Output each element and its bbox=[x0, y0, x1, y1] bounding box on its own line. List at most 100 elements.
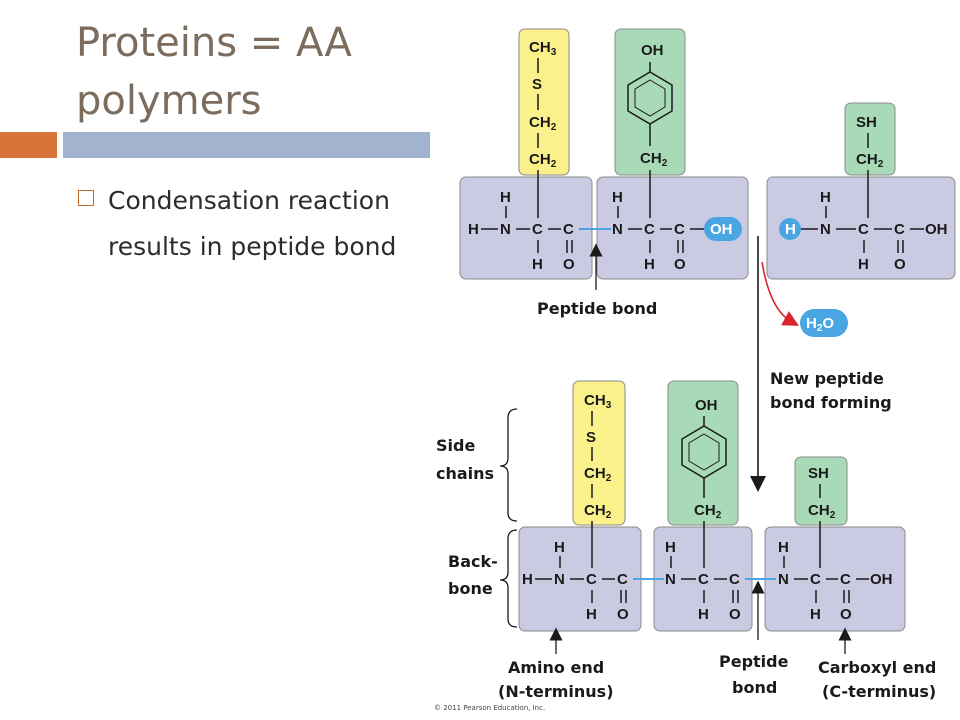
peptide-figure: CH3 S CH2 CH2 OH CH2 SH CH2 H N H C H bbox=[430, 0, 960, 720]
svg-text:CH2: CH2 bbox=[856, 151, 884, 170]
backbone-3-top: H N H C H C O OH bbox=[779, 189, 948, 273]
svg-text:H: H bbox=[820, 189, 831, 206]
svg-text:CH2: CH2 bbox=[584, 502, 612, 521]
svg-text:OH: OH bbox=[870, 571, 893, 588]
backbone-box-3-top bbox=[766, 176, 956, 280]
svg-text:N: N bbox=[612, 221, 623, 238]
svg-text:O: O bbox=[894, 256, 906, 273]
new-bond-label-line-2: bond forming bbox=[770, 393, 892, 412]
title-line-2: polymers bbox=[76, 78, 262, 124]
peptide-diagram: CH3 S CH2 CH2 OH CH2 SH CH2 H N H C H bbox=[434, 28, 956, 712]
svg-text:H: H bbox=[785, 221, 796, 238]
title-line-1: Proteins = AA bbox=[76, 20, 352, 66]
svg-text:H: H bbox=[468, 221, 479, 238]
svg-text:H: H bbox=[554, 539, 565, 556]
side-chains-label-line-2: chains bbox=[436, 464, 494, 483]
peptide-bond-label-top: Peptide bond bbox=[537, 299, 657, 318]
svg-text:H: H bbox=[644, 256, 655, 273]
svg-text:O: O bbox=[617, 606, 629, 623]
svg-text:C: C bbox=[532, 221, 543, 238]
bullet-text: Condensation reaction results in peptide… bbox=[108, 178, 396, 270]
svg-text:CH3: CH3 bbox=[584, 392, 612, 411]
svg-text:C: C bbox=[644, 221, 655, 238]
svg-text:C: C bbox=[586, 571, 597, 588]
carboxyl-end-label-line-1: Carboxyl end bbox=[818, 658, 936, 677]
svg-text:C: C bbox=[858, 221, 869, 238]
amino-end-label-line-2: (N-terminus) bbox=[498, 682, 614, 701]
tyrosine-side-chain-bottom: OH CH2 bbox=[681, 397, 727, 568]
svg-text:N: N bbox=[665, 571, 676, 588]
side-chain-box-tyr-bottom bbox=[667, 380, 739, 526]
svg-text:OH: OH bbox=[925, 221, 948, 238]
methionine-side-chain-bottom: CH3 S CH2 CH2 bbox=[584, 392, 612, 568]
bullet-line-1: Condensation reaction bbox=[108, 186, 390, 215]
svg-text:C: C bbox=[617, 571, 628, 588]
svg-text:H2O: H2O bbox=[806, 315, 834, 334]
svg-text:H: H bbox=[612, 189, 623, 206]
backbone-2-bottom: N H C H C O bbox=[665, 539, 741, 623]
side-chains-label-line-1: Side bbox=[436, 436, 475, 455]
svg-text:C: C bbox=[563, 221, 574, 238]
svg-text:N: N bbox=[820, 221, 831, 238]
backbone-1-top: H N H C H C O bbox=[468, 189, 575, 273]
svg-text:O: O bbox=[729, 606, 741, 623]
slide-title: Proteins = AA polymers bbox=[76, 14, 352, 130]
svg-text:C: C bbox=[674, 221, 685, 238]
svg-text:H: H bbox=[858, 256, 869, 273]
backbone-3-bottom: N H C H C O OH bbox=[778, 539, 893, 623]
svg-text:H: H bbox=[665, 539, 676, 556]
svg-text:H: H bbox=[500, 189, 511, 206]
accent-bar-blue bbox=[63, 132, 443, 158]
svg-text:H: H bbox=[698, 606, 709, 623]
side-chains-brace bbox=[499, 408, 518, 522]
tyrosine-side-chain-top: OH CH2 bbox=[627, 42, 673, 218]
svg-text:SH: SH bbox=[856, 114, 877, 131]
svg-text:C: C bbox=[810, 571, 821, 588]
svg-text:H: H bbox=[778, 539, 789, 556]
backbone-1-bottom: H N H C H C O bbox=[522, 539, 629, 623]
svg-text:CH3: CH3 bbox=[529, 39, 557, 58]
side-chain-box-met-top bbox=[518, 28, 570, 176]
svg-text:C: C bbox=[894, 221, 905, 238]
svg-text:OH: OH bbox=[710, 221, 733, 238]
cysteine-side-chain-bottom: SH CH2 bbox=[808, 465, 836, 568]
svg-text:SH: SH bbox=[808, 465, 829, 482]
svg-text:H: H bbox=[810, 606, 821, 623]
backbone-brace bbox=[499, 529, 518, 628]
water-molecule-badge: H2O bbox=[800, 309, 848, 337]
peptide-bond-label-bottom-line-2: bond bbox=[732, 678, 777, 697]
cysteine-side-chain-top: SH CH2 bbox=[856, 114, 884, 218]
svg-text:H: H bbox=[522, 571, 533, 588]
svg-text:CH2: CH2 bbox=[529, 114, 557, 133]
svg-text:CH2: CH2 bbox=[584, 465, 612, 484]
svg-text:O: O bbox=[674, 256, 686, 273]
svg-text:C: C bbox=[698, 571, 709, 588]
carboxyl-end-label-line-2: (C-terminus) bbox=[822, 682, 936, 701]
side-chain-box-cys-bottom bbox=[794, 456, 848, 526]
svg-text:CH2: CH2 bbox=[529, 151, 557, 170]
backbone-2-top: N H C H C O OH bbox=[612, 189, 742, 273]
svg-text:N: N bbox=[778, 571, 789, 588]
svg-text:OH: OH bbox=[695, 397, 718, 414]
svg-text:OH: OH bbox=[641, 42, 664, 59]
new-bond-label-line-1: New peptide bbox=[770, 369, 884, 388]
svg-text:CH2: CH2 bbox=[640, 150, 668, 169]
accent-bar-orange bbox=[0, 132, 57, 158]
svg-text:N: N bbox=[500, 221, 511, 238]
amino-end-label-line-1: Amino end bbox=[508, 658, 604, 677]
svg-text:H: H bbox=[586, 606, 597, 623]
svg-text:S: S bbox=[532, 76, 542, 93]
side-chain-box-cys-top bbox=[844, 102, 896, 176]
side-chain-box-met-bottom bbox=[572, 380, 626, 526]
copyright-text: © 2011 Pearson Education, Inc. bbox=[434, 704, 545, 712]
svg-text:H: H bbox=[532, 256, 543, 273]
backbone-label-line-2: bone bbox=[448, 579, 493, 598]
svg-text:N: N bbox=[554, 571, 565, 588]
svg-text:CH2: CH2 bbox=[808, 502, 836, 521]
peptide-bond-label-bottom-line-1: Peptide bbox=[719, 652, 789, 671]
backbone-label-line-1: Back- bbox=[448, 552, 498, 571]
svg-text:S: S bbox=[586, 429, 596, 446]
methionine-side-chain-top: CH3 S CH2 CH2 bbox=[529, 39, 557, 218]
water-release-arrow bbox=[761, 261, 800, 326]
bullet-square-icon bbox=[78, 190, 94, 206]
